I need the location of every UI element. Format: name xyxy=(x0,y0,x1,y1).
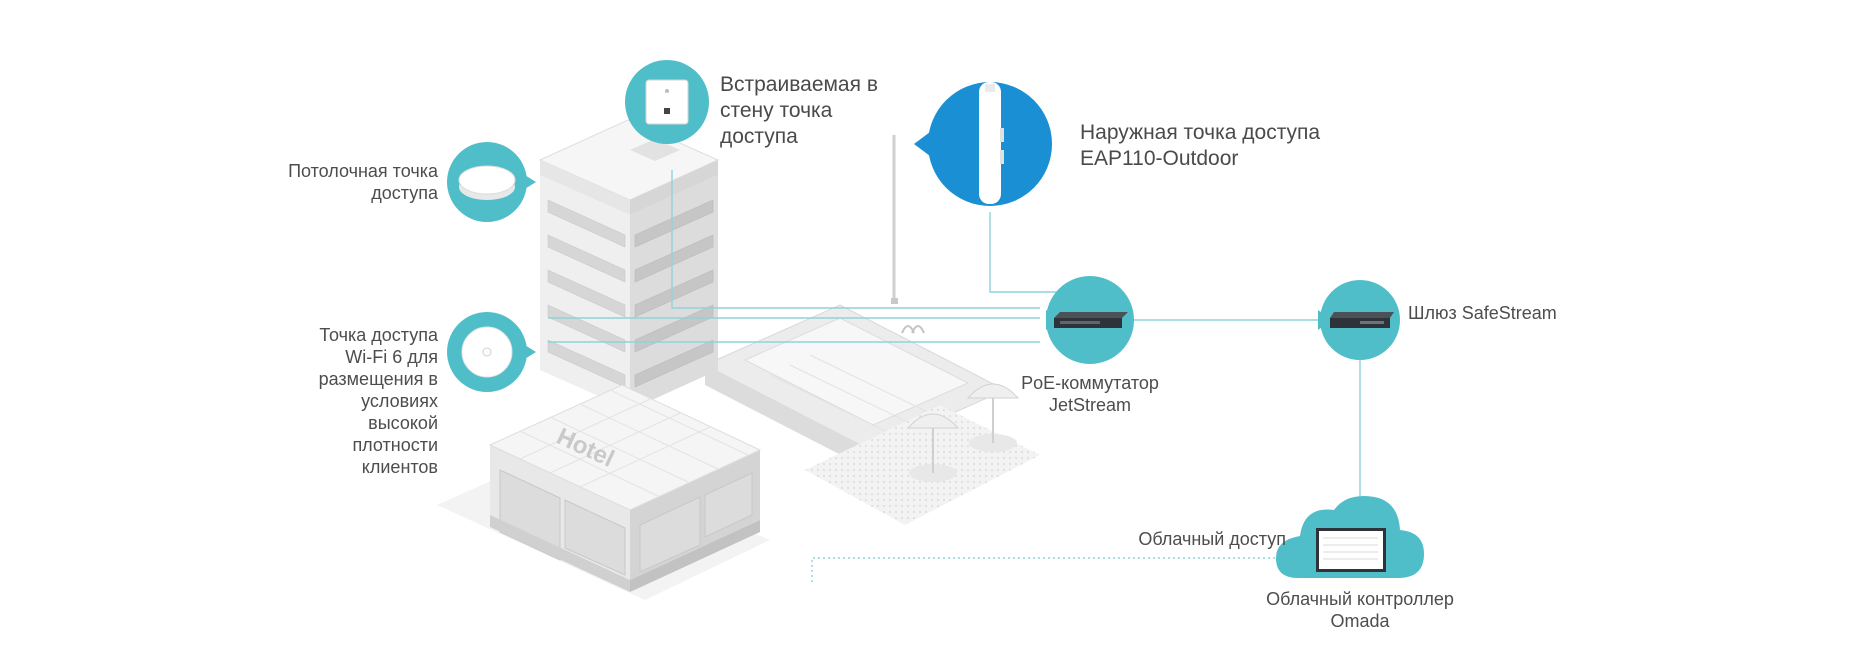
link-outdoor-ap xyxy=(989,212,1058,293)
wall-plate-ap-icon xyxy=(645,79,689,125)
umbrella xyxy=(906,413,960,482)
cloud-access-label: Облачный доступ xyxy=(1138,529,1286,549)
link-cloud-access xyxy=(811,557,1300,585)
poe-switch-bubble[interactable] xyxy=(1046,276,1134,364)
switch-icon xyxy=(1054,312,1128,328)
connection-lines xyxy=(548,170,1361,585)
wifi6-ap-icon xyxy=(461,326,513,378)
gateway-label: Шлюз SafeStream xyxy=(1408,303,1557,323)
ceiling-ap-label: Потолочная точка доступа xyxy=(288,161,438,203)
cloud-controller[interactable] xyxy=(1276,496,1424,578)
umbrella xyxy=(966,383,1020,452)
poe-switch-label: PoE-коммутатор JetStream xyxy=(1021,373,1159,415)
outdoor-pole xyxy=(891,135,898,304)
ceiling-ap-icon xyxy=(458,165,516,200)
cloud-monitor-icon xyxy=(1316,528,1386,572)
wifi6-ap-bubble[interactable] xyxy=(447,312,536,392)
hotel-building: Hotel xyxy=(437,119,770,600)
cloud-controller-label: Облачный контроллер Omada xyxy=(1266,589,1454,631)
gateway-bubble[interactable] xyxy=(1318,280,1400,360)
link-wall-ap xyxy=(671,170,1040,309)
ceiling-ap-bubble[interactable] xyxy=(447,142,536,222)
outdoor-ap-bubble[interactable] xyxy=(914,82,1052,206)
wall-ap-bubble[interactable] xyxy=(625,60,709,144)
outdoor-ap-icon xyxy=(979,82,1004,204)
wall-ap-label: Встраиваемая в стену точка доступа xyxy=(720,73,878,148)
outdoor-ap-label: Наружная точка доступа EAP110-Outdoor xyxy=(1080,121,1321,170)
wifi6-ap-label: Точка доступа Wi-Fi 6 для размещения в у… xyxy=(318,325,438,477)
gateway-router-icon xyxy=(1330,312,1394,328)
